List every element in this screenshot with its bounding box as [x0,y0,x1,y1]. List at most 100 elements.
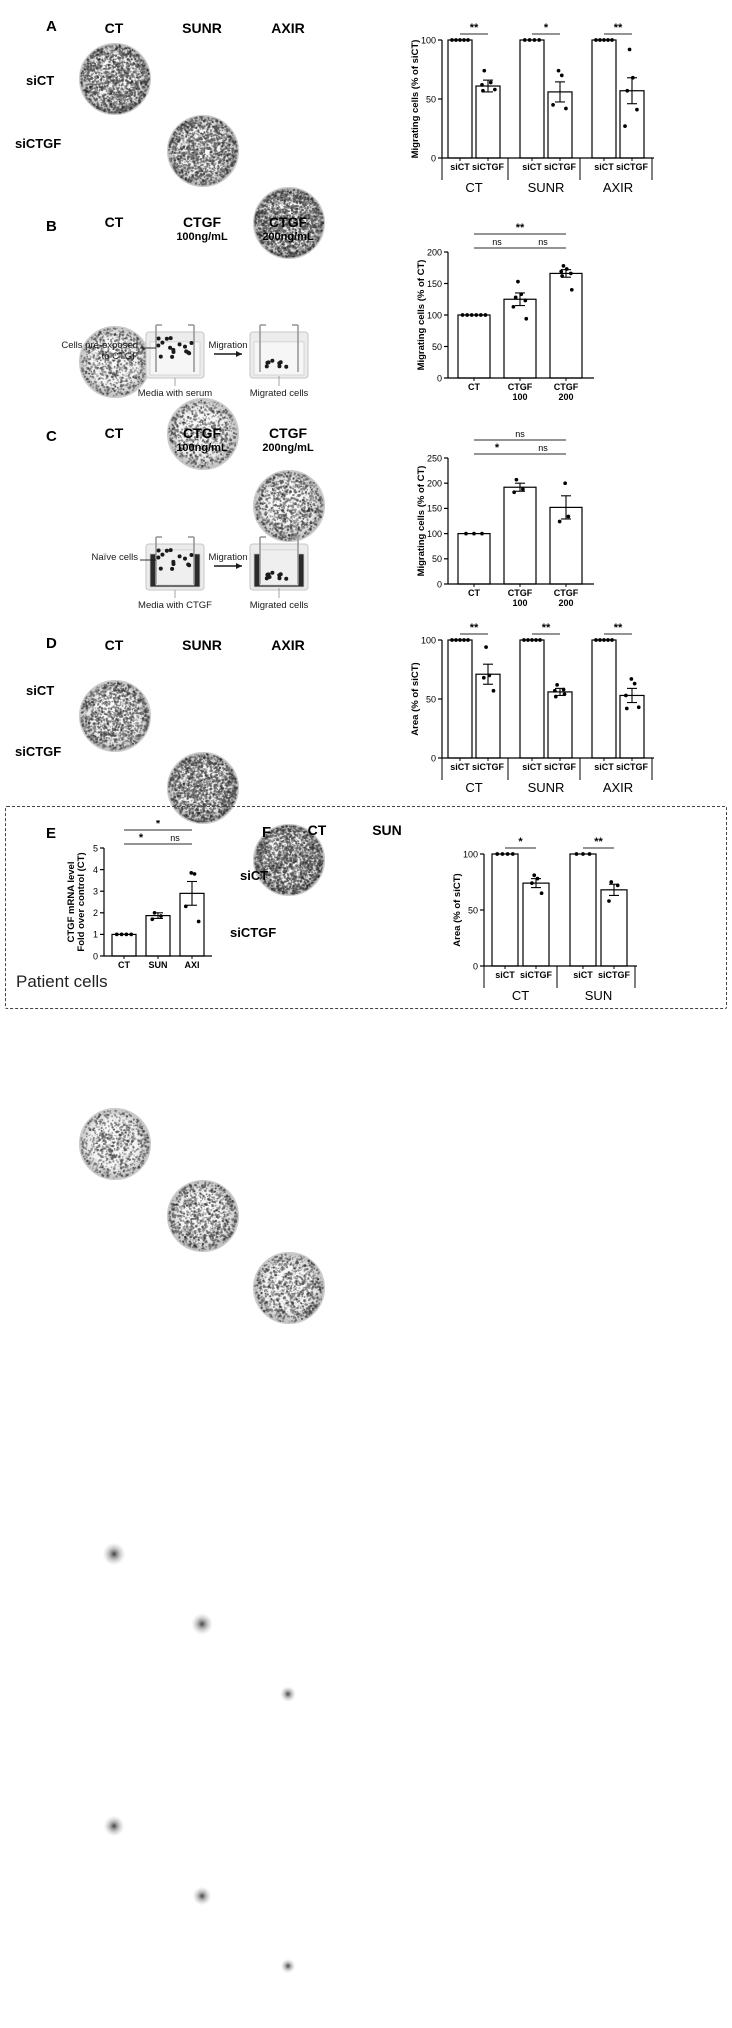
panel-c-micrograph-ct [79,1108,151,1180]
panel-d-row-label-sictgf: siCTGF [15,744,62,759]
panel-b-col-header-ctgf200: CTGF [268,214,308,230]
panel-f-col-header-sun: SUN [372,822,402,838]
panel-f-row-label-sict: siCT [240,868,269,883]
panel-d-letter: D [46,635,57,652]
svg-text:200: 200 [558,392,573,401]
svg-text:CT: CT [465,780,482,795]
svg-text:Naïve cells: Naïve cells [92,552,139,563]
svg-text:siCTGF: siCTGF [598,970,631,980]
panel-d-spheroid-sict-sunr [167,1589,237,1659]
svg-text:*: * [518,836,523,848]
svg-text:CTGF: CTGF [554,588,579,598]
svg-text:100: 100 [512,598,527,607]
svg-text:SUNR: SUNR [528,780,565,795]
panel-c-micrograph-ctgf200 [253,1252,325,1324]
panel-c-micrograph-ctgf100 [167,1180,239,1252]
svg-text:ns: ns [515,429,525,439]
svg-text:4: 4 [93,865,98,875]
panel-c-col-header-ct: CT [104,425,124,441]
svg-text:AXI: AXI [184,960,199,970]
svg-text:**: ** [594,836,603,848]
panel-c-col-header-ctgf200: CTGF [268,425,308,441]
svg-text:siCT: siCT [450,762,470,772]
svg-text:3: 3 [93,887,98,897]
svg-text:50: 50 [432,342,442,352]
svg-text:**: ** [470,22,479,34]
svg-text:siCTGF: siCTGF [616,762,649,772]
svg-text:AXIR: AXIR [603,180,633,193]
svg-text:Migrated cells: Migrated cells [250,388,309,398]
panel-a-col-header-axir: AXIR [271,20,305,36]
svg-text:Migration: Migration [208,340,247,351]
svg-text:*: * [495,442,500,454]
svg-text:siCTGF: siCTGF [472,162,505,172]
panel-d-col-header-sunr: SUNR [182,637,222,653]
svg-text:Media with serum: Media with serum [138,388,213,398]
panel-c-letter: C [46,428,57,445]
svg-text:*: * [139,832,144,844]
svg-text:siCTGF: siCTGF [472,762,505,772]
panel-d-spheroid-sict-ct [79,1519,149,1589]
panel-b-letter: B [46,218,57,235]
panel-a-micrograph-sictgf-sunr [167,398,239,470]
svg-text:siCTGF: siCTGF [544,162,577,172]
svg-text:siCT: siCT [594,762,614,772]
panel-b-micrograph-ctgf200 [253,824,325,896]
svg-text:0: 0 [473,961,478,971]
svg-text:CT: CT [468,588,480,598]
panel-a-micrograph-sictgf-axir [253,470,325,542]
svg-text:Migrating cells (% of CT): Migrating cells (% of CT) [416,466,427,577]
svg-text:siCT: siCT [594,162,614,172]
svg-text:**: ** [542,622,551,634]
svg-text:SUN: SUN [585,988,612,1003]
svg-text:Migrating cells (% of CT): Migrating cells (% of CT) [416,260,427,371]
svg-text:150: 150 [427,504,442,514]
svg-text:200: 200 [427,247,442,257]
svg-text:0: 0 [437,373,442,383]
svg-text:2: 2 [93,908,98,918]
svg-text:50: 50 [426,694,436,704]
svg-text:SUN: SUN [148,960,167,970]
svg-text:Area (% of siCT): Area (% of siCT) [452,873,463,946]
panel-b-col-subheader-ctgf200: 200ng/mL [262,231,314,243]
svg-text:Migration: Migration [208,552,247,563]
svg-text:5: 5 [93,843,98,853]
svg-text:siCT: siCT [522,162,542,172]
svg-text:**: ** [470,622,479,634]
svg-text:Migrating cells (% of siCT): Migrating cells (% of siCT) [410,40,421,159]
svg-text:siCTGF: siCTGF [520,970,553,980]
svg-text:CTGF: CTGF [554,382,579,392]
svg-text:100: 100 [427,310,442,320]
svg-text:**: ** [614,22,623,34]
panel-d-col-header-ct: CT [104,637,124,653]
panel-c-col-subheader-ctgf100: 100ng/mL [176,442,228,454]
svg-text:0: 0 [437,579,442,589]
panel-d-spheroid-sict-axir [253,1659,323,1729]
panel-c-col-header-ctgf100: CTGF [182,425,222,441]
svg-text:100: 100 [463,849,478,859]
svg-text:AXIR: AXIR [603,780,633,795]
svg-text:siCTGF: siCTGF [544,762,577,772]
panel-d-spheroid-sictgf-axir [253,1931,323,2001]
svg-text:CT: CT [118,960,130,970]
svg-text:Fold over control (CT): Fold over control (CT) [76,852,87,951]
panel-b-micrograph-ctgf100 [167,752,239,824]
svg-text:siCT: siCT [495,970,515,980]
svg-text:0: 0 [431,753,436,763]
svg-text:50: 50 [468,905,478,915]
svg-text:250: 250 [427,453,442,463]
svg-text:Migrated cells: Migrated cells [250,600,309,610]
svg-text:**: ** [614,622,623,634]
panel-a-micrograph-sict-sunr [167,115,239,187]
svg-text:CTGF mRNA level: CTGF mRNA level [66,862,77,943]
panel-f-letter: F [262,824,272,841]
svg-text:100: 100 [421,635,436,645]
svg-text:CT: CT [512,988,529,1003]
svg-text:ns: ns [492,237,502,247]
patient-cells-box [5,806,727,1009]
panel-a-col-header-sunr: SUNR [182,20,222,36]
